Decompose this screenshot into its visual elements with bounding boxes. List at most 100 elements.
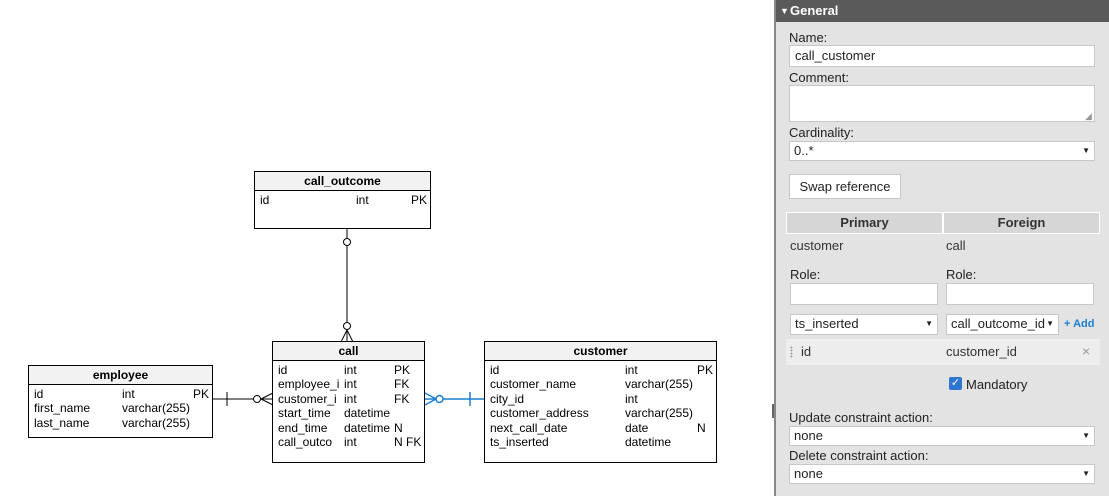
attribute-name: customer_name xyxy=(490,377,577,392)
comment-label: Comment: xyxy=(789,70,849,85)
check-icon[interactable]: ✓ xyxy=(949,377,962,390)
attribute-row[interactable]: id int PK xyxy=(485,363,716,377)
attribute-row[interactable]: customer_address varchar(255) xyxy=(485,406,716,420)
chevron-down-icon: ▼ xyxy=(1082,431,1090,440)
chevron-down-icon: ▼ xyxy=(925,319,933,328)
drag-grip-icon[interactable] xyxy=(790,346,793,358)
primary-role-label: Role: xyxy=(790,267,821,282)
attribute-type: varchar(255) xyxy=(122,401,191,416)
chevron-down-icon: ▼ xyxy=(1082,469,1090,478)
entity-title: employee xyxy=(29,366,212,385)
attribute-row[interactable]: customer_name varchar(255) xyxy=(485,377,716,391)
mapping-primary-column: id xyxy=(801,344,812,359)
attribute-name: id xyxy=(490,363,500,377)
attribute-row[interactable]: id int PK xyxy=(255,193,430,207)
attribute-type: int xyxy=(122,387,135,401)
attribute-name: end_time xyxy=(278,420,328,435)
attribute-name: customer_address xyxy=(490,406,589,421)
attribute-name: next_call_date xyxy=(490,420,568,435)
connector-call-outcome-call[interactable] xyxy=(340,228,354,343)
delete-action-select[interactable]: none ▼ xyxy=(789,464,1095,484)
properties-panel: ▼ General xyxy=(774,0,1109,496)
attribute-type: int xyxy=(625,363,638,377)
primary-column-select[interactable]: ts_inserted ▼ xyxy=(790,314,938,335)
attribute-type: varchar(255) xyxy=(122,415,191,430)
panel-splitter[interactable] xyxy=(770,0,774,496)
attribute-key: PK xyxy=(394,363,411,377)
mapping-foreign-column: customer_id xyxy=(946,344,1017,359)
attribute-row[interactable]: city_id int xyxy=(485,392,716,406)
update-action-value: none xyxy=(794,428,823,443)
triangle-down-icon[interactable]: ▼ xyxy=(780,6,789,16)
entity-call-outcome[interactable]: call_outcome id int PK xyxy=(254,171,431,229)
foreign-column-value: call_outcome_id xyxy=(951,316,1045,331)
attribute-type: int xyxy=(344,363,357,377)
attribute-name: ts_inserted xyxy=(490,434,549,449)
cardinality-value: 0..* xyxy=(794,143,814,158)
resize-grip-icon[interactable]: ◢ xyxy=(1085,111,1092,121)
attribute-name: last_name xyxy=(34,415,90,430)
foreign-role-input[interactable] xyxy=(946,283,1094,305)
comment-textarea[interactable] xyxy=(789,85,1095,122)
section-title: General xyxy=(790,3,839,18)
name-input[interactable]: call_customer xyxy=(789,45,1095,67)
attribute-type: date xyxy=(625,420,649,435)
attribute-type: int xyxy=(356,193,369,207)
name-label: Name: xyxy=(789,30,828,45)
add-column-link[interactable]: + Add xyxy=(1064,318,1095,330)
foreign-column-select[interactable]: call_outcome_id ▼ xyxy=(946,314,1059,335)
entity-title: call_outcome xyxy=(255,172,430,191)
cardinality-label: Cardinality: xyxy=(789,125,855,140)
delete-action-value: none xyxy=(794,466,823,481)
foreign-table-name: call xyxy=(946,238,966,253)
delete-action-label: Delete constraint action: xyxy=(789,448,929,463)
attribute-row[interactable]: last_name varchar(255) xyxy=(29,416,212,430)
attribute-row[interactable]: ts_inserted datetime xyxy=(485,435,716,449)
attribute-type: varchar(255) xyxy=(625,406,694,421)
attribute-key: PK xyxy=(697,363,714,377)
attribute-name: city_id xyxy=(490,391,525,406)
attribute-type: datetime xyxy=(344,406,391,421)
swap-reference-button[interactable]: Swap reference xyxy=(789,174,901,199)
attribute-key: N FK xyxy=(394,434,422,449)
primary-role-input[interactable] xyxy=(790,283,938,305)
entity-title: call xyxy=(273,342,424,361)
section-general-header[interactable]: ▼ General xyxy=(776,0,1109,22)
attribute-type: varchar(255) xyxy=(625,377,694,392)
attribute-name: id xyxy=(34,387,44,401)
attribute-type: datetime xyxy=(625,434,672,449)
entity-title: customer xyxy=(485,342,716,361)
attribute-row[interactable]: start_time datetime xyxy=(273,406,424,420)
attribute-type: int xyxy=(625,391,638,406)
attribute-type: int xyxy=(344,434,357,449)
cardinality-select[interactable]: 0..* ▼ xyxy=(789,141,1095,161)
connector-employee-call[interactable] xyxy=(213,392,274,406)
chevron-down-icon: ▼ xyxy=(1082,146,1090,155)
entity-customer[interactable]: customer id int PK customer_name varchar(255… xyxy=(484,341,717,463)
attribute-key: FK xyxy=(394,391,410,406)
attribute-name: id xyxy=(278,363,288,377)
attribute-key: FK xyxy=(394,377,410,392)
primary-table-name: customer xyxy=(790,238,844,253)
attribute-row[interactable]: id int PK xyxy=(29,387,212,401)
column-mapping-row[interactable]: id customer_id × xyxy=(786,339,1100,365)
close-icon[interactable]: × xyxy=(1082,343,1091,359)
attribute-name: employee_i xyxy=(278,377,340,392)
attribute-name: customer_i xyxy=(278,391,337,406)
attribute-row[interactable]: id int PK xyxy=(273,363,424,377)
attribute-key: PK xyxy=(411,193,428,207)
attribute-name: start_time xyxy=(278,406,331,421)
attribute-name: id xyxy=(260,193,270,207)
attribute-type: datetime xyxy=(344,420,391,435)
attribute-key: PK xyxy=(193,387,210,401)
update-action-select[interactable]: none ▼ xyxy=(789,426,1095,446)
